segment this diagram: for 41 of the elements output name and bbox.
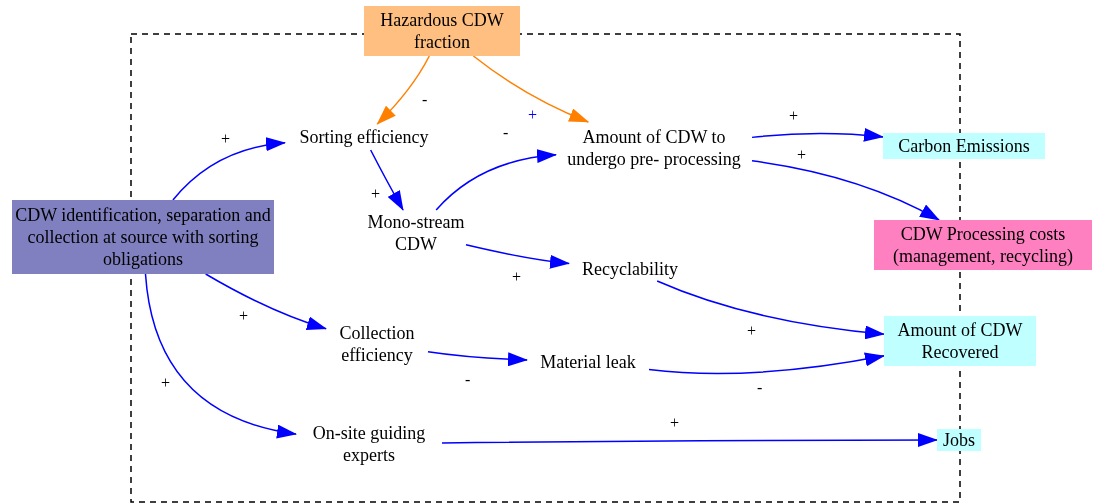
arrow (376, 55, 431, 125)
edge-label: + (747, 323, 757, 339)
arrow (656, 280, 885, 340)
edge-label: + (797, 147, 807, 163)
edge-label: + (221, 131, 231, 147)
variable-box: CDW identification, separation and collection at source with sorting obligations (12, 200, 274, 274)
arrow (369, 149, 404, 211)
edge-label: - (422, 92, 428, 108)
variable-label: Mono-stream CDW (366, 210, 466, 256)
variable-box: CDW Processing costs (management, recycling) (874, 220, 1092, 270)
arrow (441, 433, 938, 447)
edge-label: + (161, 375, 171, 391)
variable-label: On-site guiding experts (296, 420, 442, 468)
arrow (427, 350, 528, 367)
arrow (751, 160, 940, 221)
edge-label: - (503, 125, 509, 141)
arrow (472, 55, 590, 123)
edge-label: + (512, 269, 522, 285)
variable-box: Jobs (937, 429, 981, 451)
arrow (204, 273, 327, 330)
variable-box: Hazardous CDW fraction (364, 6, 520, 56)
variable-box: Amount of CDW Recovered (884, 316, 1036, 366)
edge-label: + (371, 186, 381, 202)
edge-label: + (670, 415, 680, 431)
variable-label: Amount of CDW to undergo pre- processing (556, 122, 752, 174)
variable-label: Material leak (527, 350, 649, 374)
variable-label: Recyclability (569, 257, 691, 281)
arrow (751, 128, 884, 143)
edge-label: - (757, 380, 763, 396)
edge-label: + (528, 107, 538, 123)
variable-label: Sorting efficiency (285, 124, 443, 150)
arrow (435, 149, 557, 211)
arrow (144, 273, 297, 438)
edge-label: - (465, 372, 471, 388)
arrow (172, 137, 286, 201)
variable-box: Carbon Emissions (883, 133, 1045, 159)
edge-label: + (789, 108, 799, 124)
edge-label: + (239, 308, 249, 324)
variable-label: Collection efficiency (326, 320, 428, 368)
arrow (648, 352, 885, 375)
arrow (465, 244, 570, 269)
